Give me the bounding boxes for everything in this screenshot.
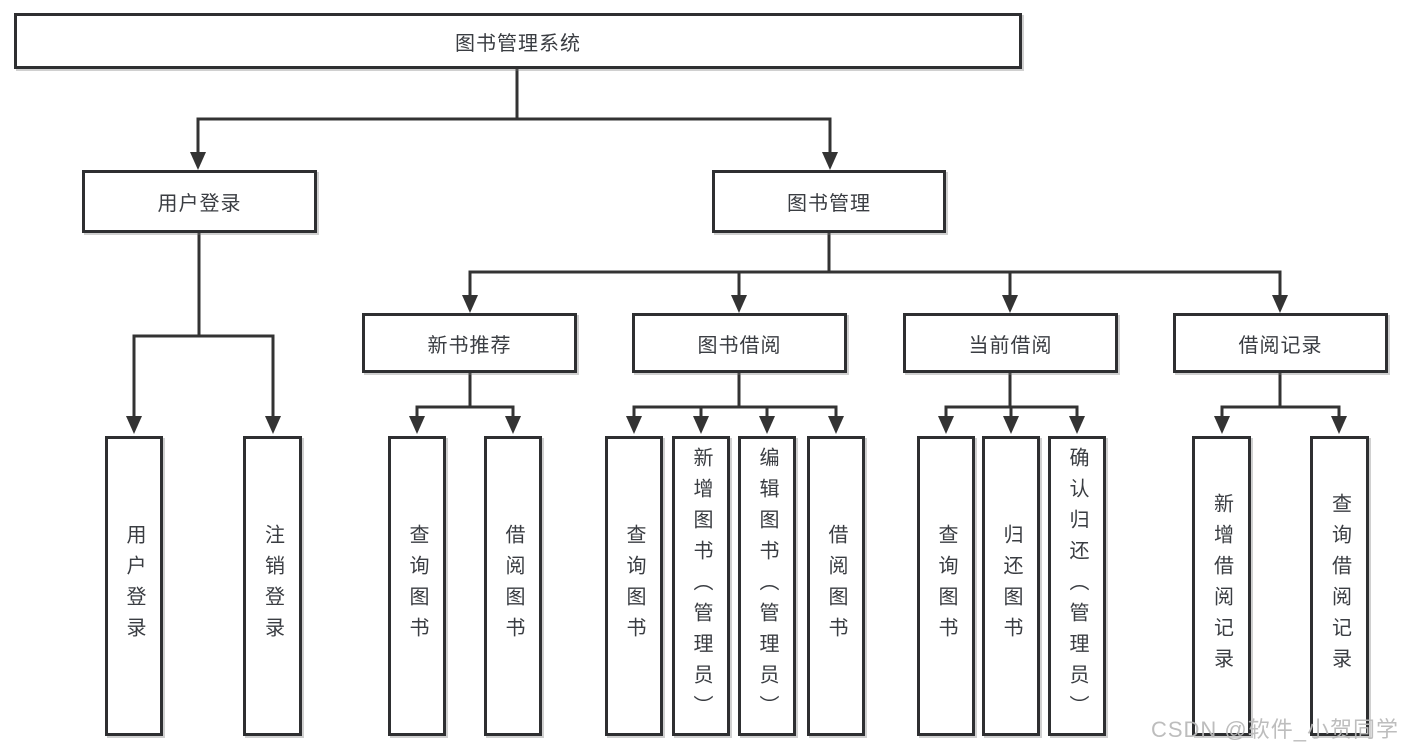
arrow-down-icon <box>693 416 709 434</box>
arrow-down-icon <box>1331 416 1347 434</box>
arrow-down-icon <box>828 416 844 434</box>
leaf-br-add-record-label: 新增借阅记录 <box>1210 493 1233 679</box>
node-root: 图书管理系统 <box>14 13 1022 69</box>
leaf-user-login: 用户登录 <box>105 436 163 736</box>
arrow-down-icon <box>126 416 142 434</box>
arrow-down-icon <box>462 295 478 313</box>
node-book-borrow-label: 图书借阅 <box>697 334 782 357</box>
arrow-down-icon <box>759 416 775 434</box>
node-borrow-records-label: 借阅记录 <box>1238 334 1323 357</box>
node-new-book-rec: 新书推荐 <box>362 313 577 373</box>
arrow-down-icon <box>626 416 642 434</box>
arrow-down-icon <box>190 152 206 170</box>
node-book-borrow: 图书借阅 <box>632 313 847 373</box>
arrow-down-icon <box>265 416 281 434</box>
arrow-down-icon <box>731 295 747 313</box>
node-user-login: 用户登录 <box>82 170 317 233</box>
leaf-nbr-query-books-label: 查询图书 <box>406 524 428 648</box>
leaf-cb-query-books-label: 查询图书 <box>935 524 957 648</box>
leaf-nbr-borrow-books: 借阅图书 <box>484 436 542 736</box>
node-book-mgmt: 图书管理 <box>712 170 946 233</box>
leaf-bb-add-books-admin-label: 新增图书（管理员） <box>690 446 712 726</box>
leaf-bb-borrow-books-label: 借阅图书 <box>825 524 847 648</box>
arrow-down-icon <box>409 416 425 434</box>
arrow-down-icon <box>1272 295 1288 313</box>
leaf-bb-query-books: 查询图书 <box>605 436 663 736</box>
leaf-cb-return-books-label: 归还图书 <box>1000 524 1022 648</box>
arrow-down-icon <box>505 416 521 434</box>
csdn-watermark: CSDN @软件_小贺同学 <box>1150 717 1399 742</box>
arrow-down-icon <box>938 416 954 434</box>
leaf-bb-edit-books-admin-label: 编辑图书（管理员） <box>756 446 778 726</box>
leaf-bb-edit-books-admin: 编辑图书（管理员） <box>738 436 796 736</box>
leaf-cb-confirm-return-admin-label: 确认归还（管理员） <box>1066 446 1088 726</box>
leaf-cb-confirm-return-admin: 确认归还（管理员） <box>1048 436 1106 736</box>
node-current-borrow-label: 当前借阅 <box>968 334 1053 357</box>
leaf-bb-borrow-books: 借阅图书 <box>807 436 865 736</box>
arrow-down-icon <box>1069 416 1085 434</box>
node-new-book-rec-label: 新书推荐 <box>427 334 512 357</box>
leaf-nbr-borrow-books-label: 借阅图书 <box>502 524 524 648</box>
leaf-user-login-label: 用户登录 <box>123 524 145 648</box>
leaf-br-query-record-label: 查询借阅记录 <box>1328 493 1351 679</box>
tree-edges <box>132 66 1341 418</box>
node-book-mgmt-label: 图书管理 <box>787 193 871 215</box>
leaf-cb-return-books: 归还图书 <box>982 436 1040 736</box>
node-borrow-records: 借阅记录 <box>1173 313 1388 373</box>
leaf-br-add-record: 新增借阅记录 <box>1192 436 1251 736</box>
node-root-label: 图书管理系统 <box>455 32 581 55</box>
leaf-br-query-record: 查询借阅记录 <box>1310 436 1369 736</box>
arrow-down-icon <box>1214 416 1230 434</box>
node-user-login-label: 用户登录 <box>157 193 242 215</box>
arrow-down-icon <box>1003 416 1019 434</box>
leaf-cb-query-books: 查询图书 <box>917 436 975 736</box>
arrow-down-icon <box>822 152 838 170</box>
arrow-down-icons <box>126 152 1347 434</box>
leaf-logout-label: 注销登录 <box>261 524 284 648</box>
leaf-logout: 注销登录 <box>243 436 302 736</box>
leaf-nbr-query-books: 查询图书 <box>388 436 446 736</box>
arrow-down-icon <box>1002 295 1018 313</box>
node-current-borrow: 当前借阅 <box>903 313 1118 373</box>
leaf-bb-add-books-admin: 新增图书（管理员） <box>672 436 730 736</box>
leaf-bb-query-books-label: 查询图书 <box>623 524 645 648</box>
